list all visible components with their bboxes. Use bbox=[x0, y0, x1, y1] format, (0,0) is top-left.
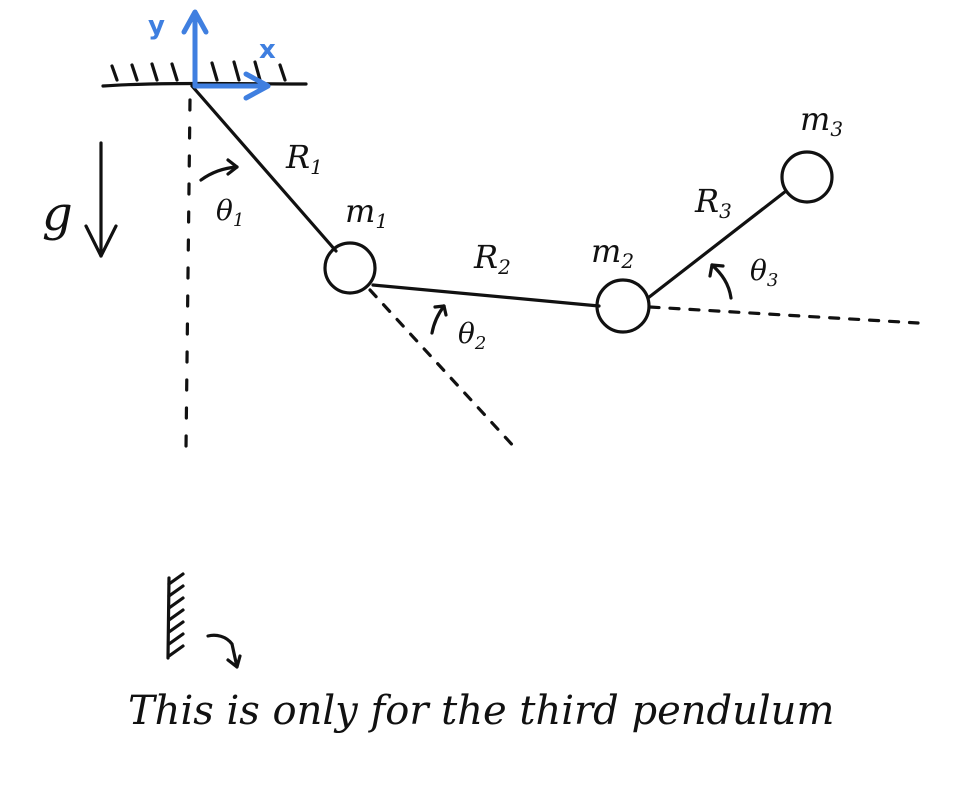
note-pointer-arrow bbox=[206, 633, 242, 669]
link-r1-label: R1 bbox=[285, 138, 323, 179]
ceiling-support bbox=[101, 60, 308, 88]
mass-m2-label: m2 bbox=[591, 232, 634, 273]
theta2-arc-arrow bbox=[430, 304, 448, 335]
wall-symbol bbox=[166, 572, 185, 660]
vertical-reference-line bbox=[184, 98, 192, 450]
mass-m1-label: m1 bbox=[345, 192, 388, 233]
theta3-label: θ3 bbox=[750, 254, 778, 291]
link-r3-label: R3 bbox=[694, 182, 732, 223]
y-axis-label: y bbox=[148, 11, 165, 41]
theta2-label: θ2 bbox=[458, 317, 486, 354]
mass-m3 bbox=[780, 150, 834, 204]
mass-m3-label: m3 bbox=[800, 100, 843, 141]
link-1-extension-line bbox=[368, 288, 519, 452]
mass-m1 bbox=[323, 241, 377, 295]
mass-m2 bbox=[595, 278, 651, 334]
theta1-label: θ1 bbox=[216, 194, 244, 231]
link-2-extension-line bbox=[648, 305, 920, 325]
gravity-arrow bbox=[84, 141, 118, 258]
link-r2 bbox=[371, 283, 601, 308]
coordinate-axes bbox=[181, 9, 271, 101]
link-r2-label: R2 bbox=[473, 238, 511, 279]
link-r1 bbox=[190, 84, 338, 253]
wall-note-text: This is only for the third pendulum bbox=[128, 688, 834, 734]
theta3-arc-arrow bbox=[708, 263, 733, 300]
theta1-arc-arrow bbox=[199, 158, 239, 182]
gravity-label: g bbox=[42, 186, 73, 242]
link-r3 bbox=[646, 189, 788, 300]
x-axis-label: x bbox=[259, 35, 276, 65]
